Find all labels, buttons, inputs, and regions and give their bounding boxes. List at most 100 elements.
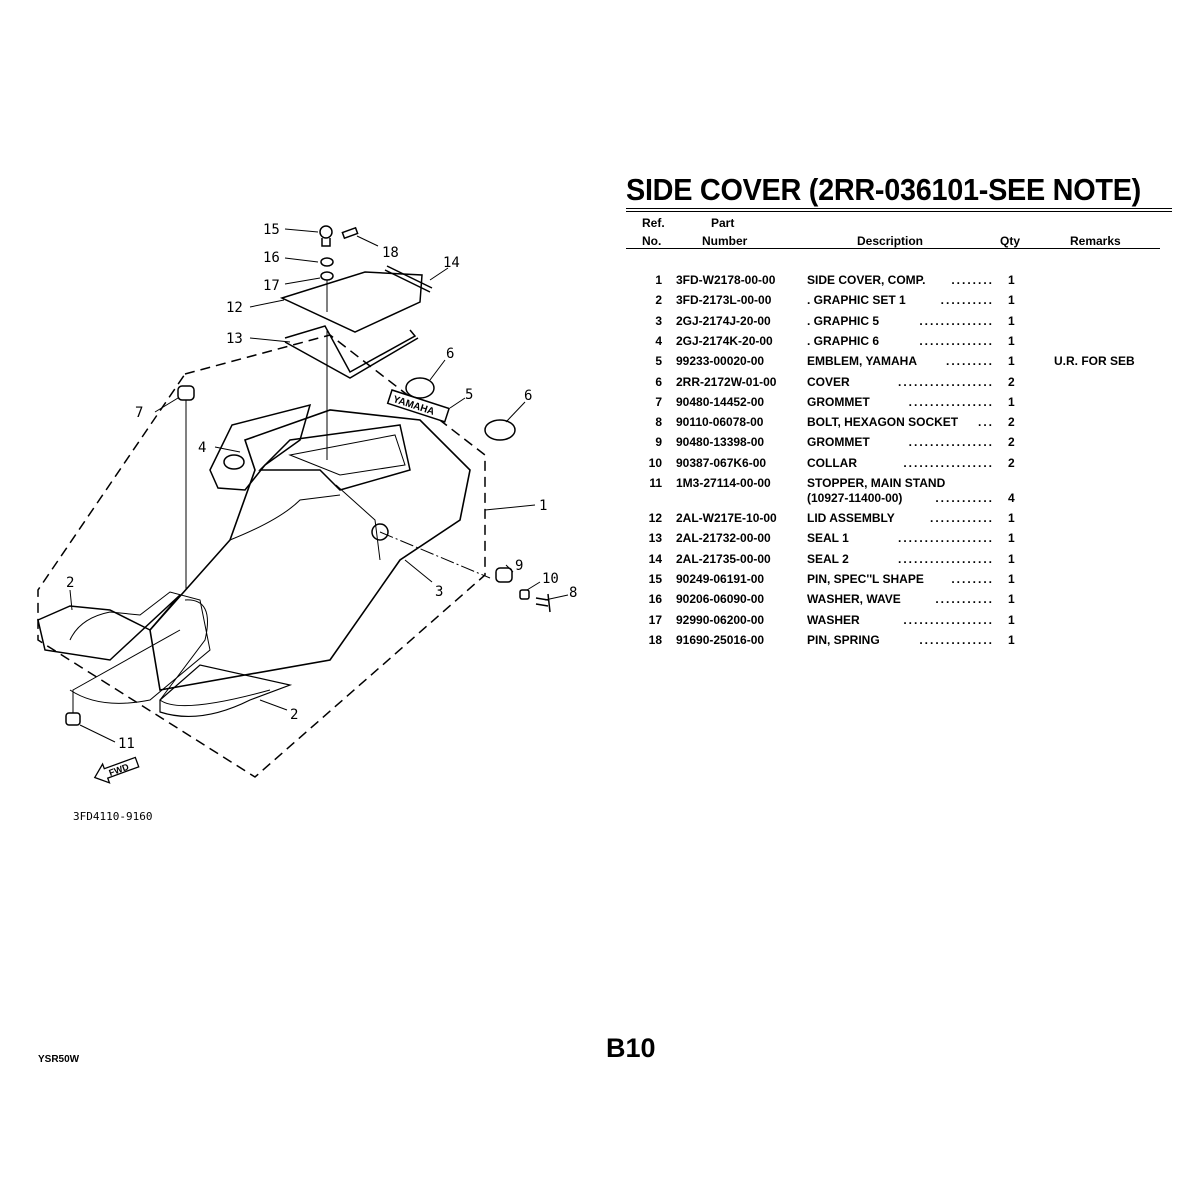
table-row: 1 3FD-W2178-00-00 SIDE COVER, COMP........… (626, 273, 1172, 293)
stopper-11 (65, 712, 81, 726)
graphic-2-right (159, 664, 293, 717)
ref-number: 1 (655, 273, 662, 287)
graphic-emblem-hole (371, 523, 389, 541)
leader-dots: ........ (951, 273, 994, 287)
leader-dots: .......... (940, 293, 994, 308)
description: PIN, SPRING (807, 632, 880, 647)
assembly-boundary (37, 334, 486, 778)
callout-10: 10 (542, 571, 559, 587)
description: SIDE COVER, COMP. (807, 273, 926, 287)
quantity: 4 (1008, 491, 1015, 505)
quantity: 1 (1008, 333, 1015, 348)
ref-number: 12 (648, 511, 662, 525)
part-number: 3FD-W2178-00-00 (676, 273, 776, 287)
callout-2: 2 (290, 707, 298, 723)
page-number: B10 (606, 1033, 656, 1063)
callout-16: 16 (263, 250, 280, 266)
leader-dots: .................. (897, 551, 994, 566)
side-cover-body (149, 409, 471, 691)
quantity: 1 (1008, 273, 1015, 287)
leader-dots: ................. (903, 612, 994, 627)
ref-number: 11 (649, 476, 662, 490)
part-number: 91690-25016-00 (676, 632, 765, 647)
ref-number: 15 (648, 571, 662, 586)
leader-dots: .................. (897, 531, 994, 546)
callout-13: 13 (226, 331, 243, 347)
header-qty: Qty (1000, 234, 1021, 248)
part-number: 3FD-2173L-00-00 (676, 293, 772, 308)
callout-18: 18 (382, 245, 399, 261)
callout-5: 5 (465, 387, 473, 403)
leader-dots: ................ (908, 435, 994, 450)
callout-14: 14 (443, 255, 460, 271)
leader-dots: ................. (903, 455, 994, 470)
graphic-4 (209, 403, 312, 491)
header-part-top: Part (711, 216, 735, 230)
part-number: 90249-06191-00 (676, 571, 765, 586)
description: WASHER (807, 612, 860, 627)
callout-12: 12 (226, 300, 243, 316)
part-number: 90110-06078-00 (676, 415, 764, 430)
quantity: 1 (1008, 313, 1015, 328)
callout-15: 15 (263, 222, 280, 238)
part-number: 1M3-27114-00-00 (676, 476, 771, 490)
spring-pin (341, 226, 359, 240)
header-rule (626, 248, 1160, 249)
quantity: 1 (1008, 632, 1015, 647)
leader-dots: ........ (951, 571, 994, 586)
description: COLLAR (807, 455, 857, 470)
ref-number: 13 (648, 531, 662, 546)
ref-number: 10 (648, 455, 662, 470)
quantity: 1 (1008, 394, 1015, 409)
cover-6-lower (484, 419, 516, 441)
description: WASHER, WAVE (807, 592, 901, 607)
callout-8: 8 (569, 585, 577, 601)
description: STOPPER, MAIN STAND (807, 476, 946, 490)
leader-dots: ............ (929, 511, 994, 525)
forward-arrow-icon: FWD (93, 756, 140, 784)
callout-3: 3 (435, 584, 443, 600)
grommet-7 (177, 385, 195, 401)
drawing-code: 3FD4110-9160 (73, 810, 152, 823)
ref-number: 5 (655, 354, 662, 369)
cover-6-upper (405, 377, 435, 399)
quantity: 1 (1008, 531, 1015, 546)
graphic-2-left (37, 594, 181, 661)
callout-9: 9 (515, 558, 523, 574)
wave-washer (320, 257, 334, 267)
collar-10 (519, 589, 530, 600)
leader-dots: ... (977, 415, 994, 430)
quantity: 1 (1008, 571, 1015, 586)
description: GROMMET (807, 394, 870, 409)
part-number: 90480-13398-00 (676, 435, 765, 450)
header-ref-top: Ref. (642, 216, 665, 230)
description: COVER (807, 374, 850, 389)
quantity: 1 (1008, 551, 1015, 566)
callout-6: 6 (524, 388, 532, 404)
seal-2 (384, 265, 433, 293)
header-description: Description (857, 234, 924, 248)
seal-1 (284, 325, 419, 379)
leader-dots: .............. (919, 313, 994, 328)
ref-number: 6 (655, 374, 662, 389)
part-number: 2GJ-2174K-20-00 (676, 333, 773, 348)
description: EMBLEM, YAMAHA (807, 354, 918, 369)
description: . GRAPHIC 5 (807, 313, 880, 328)
quantity: 2 (1008, 374, 1015, 389)
description: . GRAPHIC SET 1 (807, 293, 906, 308)
header-remarks: Remarks (1070, 234, 1121, 248)
part-number: 90480-14452-00 (676, 394, 765, 409)
part-number: 92990-06200-00 (676, 612, 765, 627)
description: SEAL 2 (807, 551, 849, 566)
model-code: YSR50W (38, 1054, 80, 1065)
